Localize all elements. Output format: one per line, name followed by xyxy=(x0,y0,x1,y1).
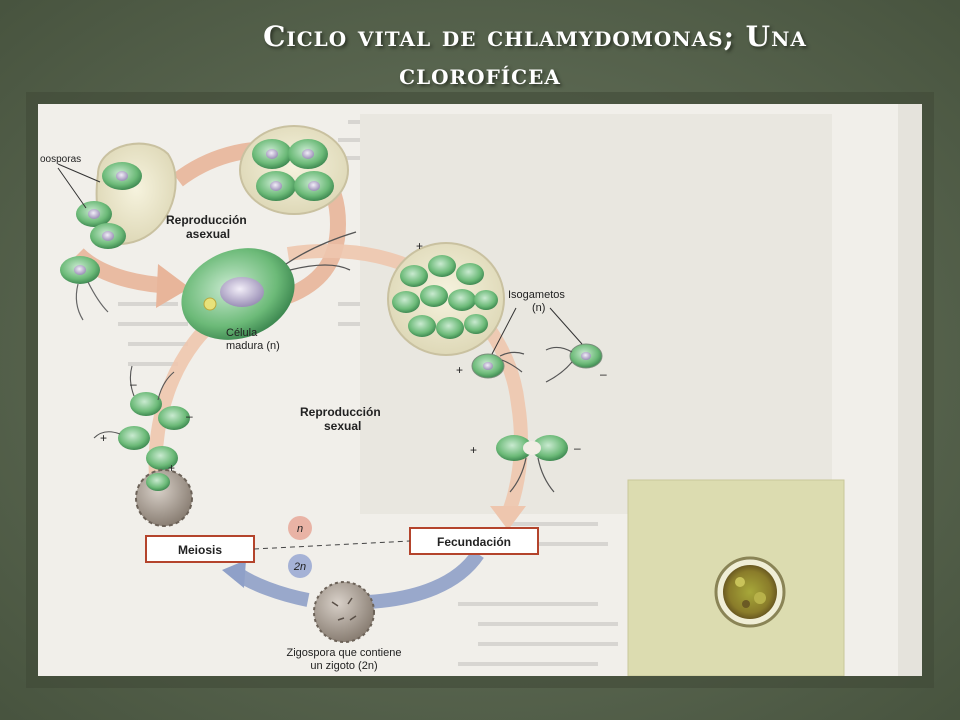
zoospore-release xyxy=(57,142,177,321)
mature-cell-label-line2: madura (n) xyxy=(226,340,280,352)
isogametes-label-line2: (n) xyxy=(532,302,545,314)
title-line-1: Ciclo vital de chlamydomonas; Una xyxy=(263,20,807,53)
meiosis-plus-sign-2: + xyxy=(168,461,175,475)
fecundation-label: Fecundación xyxy=(437,535,511,549)
meiosis-plus-sign-1: + xyxy=(100,431,107,445)
chlamydomonas-life-cycle-diagram: oosporas Reproducción asexual Célula mad… xyxy=(40,104,922,676)
isogamete-plus xyxy=(471,351,525,379)
diploid-marker xyxy=(288,554,312,578)
meiosis-label: Meiosis xyxy=(178,543,222,557)
haploid-marker xyxy=(288,516,312,540)
meiosis-minus-sign-1: – xyxy=(130,377,137,391)
fusing-minus-sign: – xyxy=(574,441,581,455)
meiosis-fecundation-dashed-line xyxy=(253,540,411,550)
mature-cell-label-line1: Célula xyxy=(226,327,258,339)
asexual-arrowhead xyxy=(156,264,190,308)
zygospore-label-line2: un zigoto (2n) xyxy=(310,660,377,672)
fecundation-box xyxy=(409,527,539,555)
isogametes-pointer-lines xyxy=(491,307,583,355)
meiosis-product-cells xyxy=(93,365,190,470)
meiosis-minus-sign-2: – xyxy=(186,409,193,423)
fusing-gametes xyxy=(496,435,568,493)
sexual-reproduction-label-line2: sexual xyxy=(324,419,361,433)
asexual-reproduction-label-line1: Reproducción xyxy=(166,213,247,227)
isogamete-minus-sign: – xyxy=(600,367,607,381)
gametangium-many-cells xyxy=(387,242,505,356)
mature-cell xyxy=(181,231,357,340)
isogametes-label-line1: Isogametos xyxy=(508,289,565,301)
zygospore-micrograph xyxy=(627,479,845,676)
sexual-arrowhead xyxy=(490,506,526,530)
asexual-reproduction-label-line2: asexual xyxy=(186,227,230,241)
germinating-zygospore xyxy=(135,469,193,527)
haploid-marker-label: n xyxy=(297,523,303,535)
meiosis-arrowhead xyxy=(222,560,246,588)
figure-panel: oosporas Reproducción asexual Célula mad… xyxy=(38,104,922,676)
sexual-reproduction-label-line1: Reproducción xyxy=(300,405,381,419)
isogamete-minus xyxy=(545,343,603,383)
zygospore xyxy=(313,581,375,643)
fusing-plus-sign: + xyxy=(470,443,477,457)
meiosis-box xyxy=(145,535,255,563)
title-line-2: clorofícea xyxy=(399,58,561,91)
gametangium-plus-sign: + xyxy=(416,239,423,253)
slide-title: Ciclo vital de chlamydomonas; Una clorof… xyxy=(0,18,960,94)
right-page-edge xyxy=(898,104,922,676)
isogamete-plus-sign: + xyxy=(456,363,463,377)
zoospores-label: oosporas xyxy=(40,154,81,165)
diploid-marker-label: 2n xyxy=(293,561,306,573)
zygospore-label-line1: Zigospora que contiene xyxy=(287,647,402,659)
sporangium-four-cells xyxy=(239,125,349,215)
